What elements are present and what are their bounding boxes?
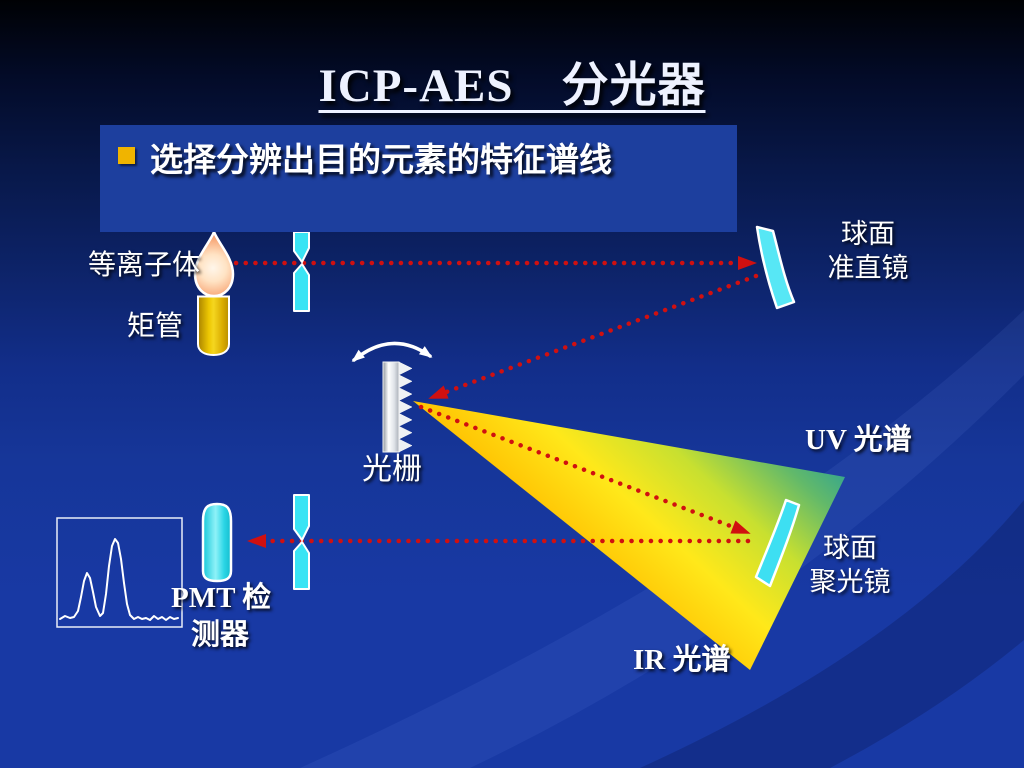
collimating-mirror <box>755 225 796 310</box>
collimating-mirror-label-line1: 球面 <box>841 219 895 249</box>
background-swoosh-dark <box>640 500 1024 768</box>
bullet-marker-icon <box>118 147 135 164</box>
uv-spectrum-label: UV 光谱 <box>805 424 912 456</box>
pmt-label-line1: PMT 检 <box>171 582 272 614</box>
plasma-label: 等离子体 <box>88 250 201 281</box>
focusing-mirror <box>754 498 801 588</box>
exit-slit <box>293 494 310 590</box>
collimating-mirror-label: 球面 准直镜 <box>808 217 928 285</box>
plasma-flame-icon <box>193 228 235 298</box>
beam-collimator-to-grating <box>428 273 759 400</box>
pmt-label-line2: 测器 <box>191 619 250 651</box>
rotation-arrow <box>351 341 433 362</box>
pmt-detector <box>201 502 233 583</box>
dispersion-fan <box>413 401 845 670</box>
focusing-mirror-label: 球面 聚光镜 <box>790 531 910 599</box>
bullet-text: 选择分辨出目的元素的特征谱线 <box>150 143 612 179</box>
ir-spectrum-label: IR 光谱 <box>633 644 731 676</box>
grating-label: 光栅 <box>362 453 422 486</box>
entrance-slit <box>293 231 310 312</box>
spectrum-trace <box>59 538 179 621</box>
bullet-box: 选择分辨出目的元素的特征谱线 <box>100 125 737 232</box>
grating-bar <box>382 361 400 453</box>
torch-label: 矩管 <box>127 311 184 342</box>
focusing-mirror-label-line1: 球面 <box>823 533 877 563</box>
focusing-mirror-label-line2: 聚光镜 <box>809 567 891 597</box>
beam-grating-to-focusing <box>418 404 751 535</box>
collimating-mirror-label-line2: 准直镜 <box>827 253 909 283</box>
spectrum-chart-box <box>56 517 183 628</box>
torch-tube <box>197 295 230 357</box>
slide-title: ICP-AES 分光器 <box>318 60 706 112</box>
grating-teeth <box>398 361 413 453</box>
